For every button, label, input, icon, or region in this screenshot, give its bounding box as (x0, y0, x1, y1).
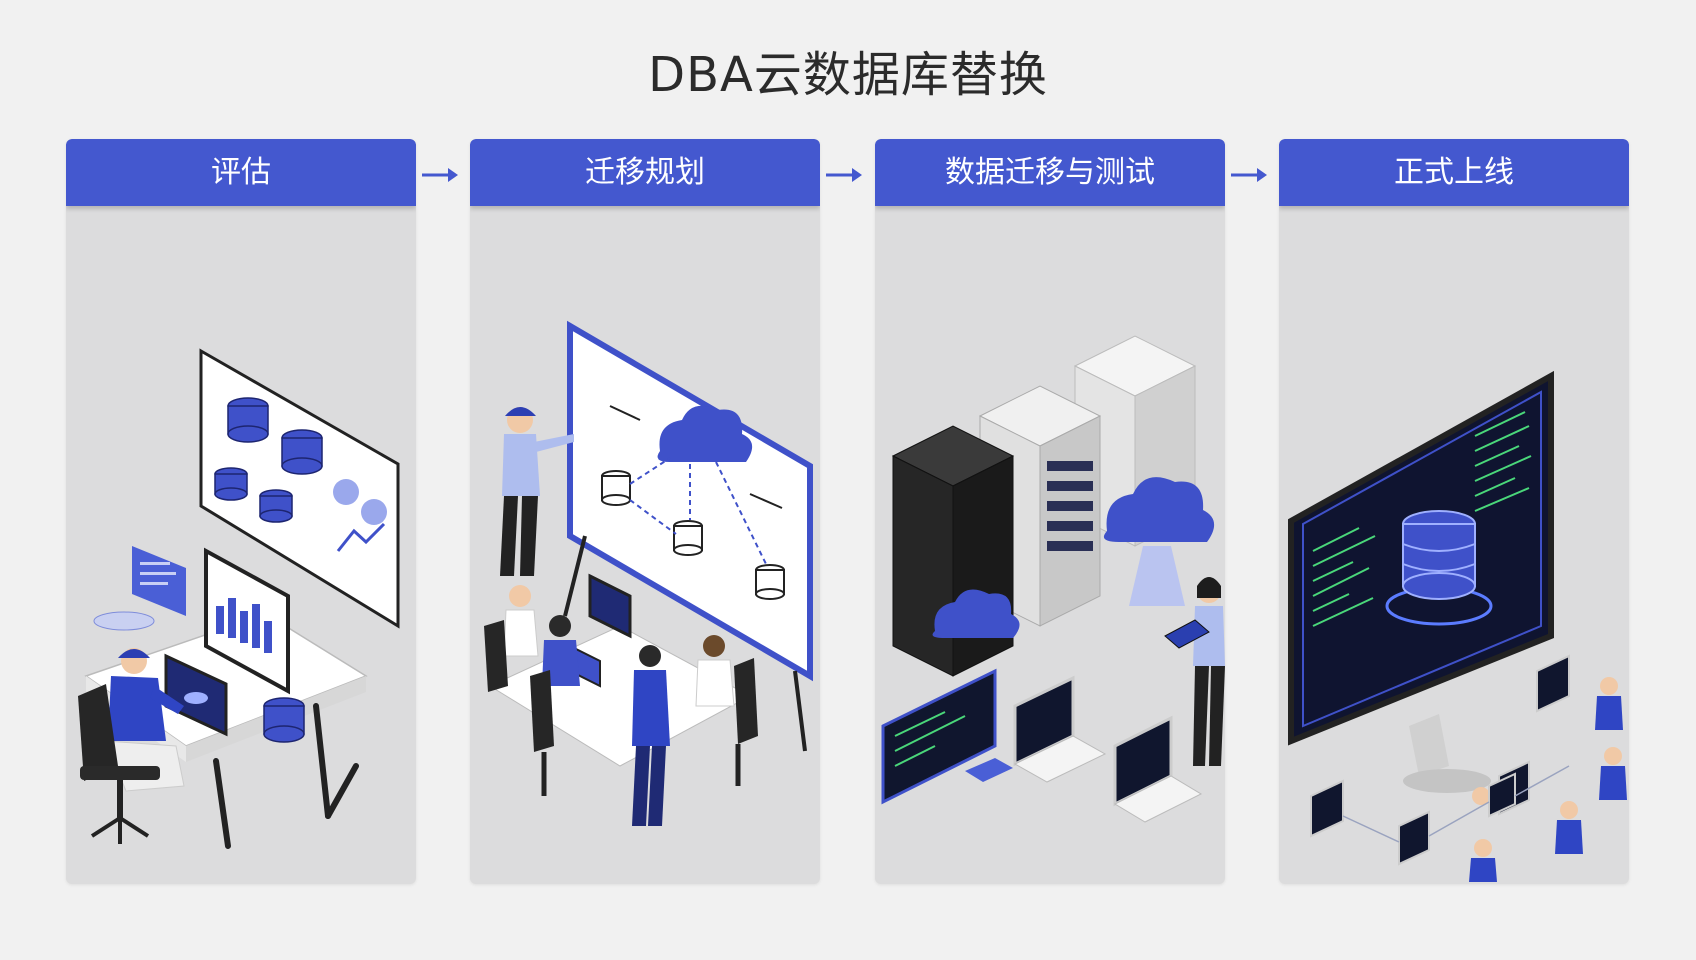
arrow-right-icon (1231, 168, 1267, 182)
step-header-planning: 迁移规划 (470, 139, 820, 206)
step-header-assessment: 评估 (66, 139, 416, 206)
arrow-right-icon (826, 168, 862, 182)
database-monitor-launch-icon (1279, 206, 1629, 884)
servers-cloud-migration-icon (875, 206, 1225, 884)
step-panel-launch: 正式上线 (1279, 139, 1629, 884)
step-panel-planning: 迁移规划 (470, 139, 820, 884)
page-title: DBA云数据库替换 (648, 47, 1048, 103)
step-header-launch: 正式上线 (1279, 139, 1629, 206)
step-header-migration-testing: 数据迁移与测试 (875, 139, 1225, 206)
planning-whiteboard-icon (470, 206, 820, 884)
arrow-right-icon (422, 168, 458, 182)
step-panel-assessment: 评估 (66, 139, 416, 884)
assessment-workstation-icon (66, 206, 416, 884)
step-panel-migration-testing: 数据迁移与测试 (875, 139, 1225, 884)
